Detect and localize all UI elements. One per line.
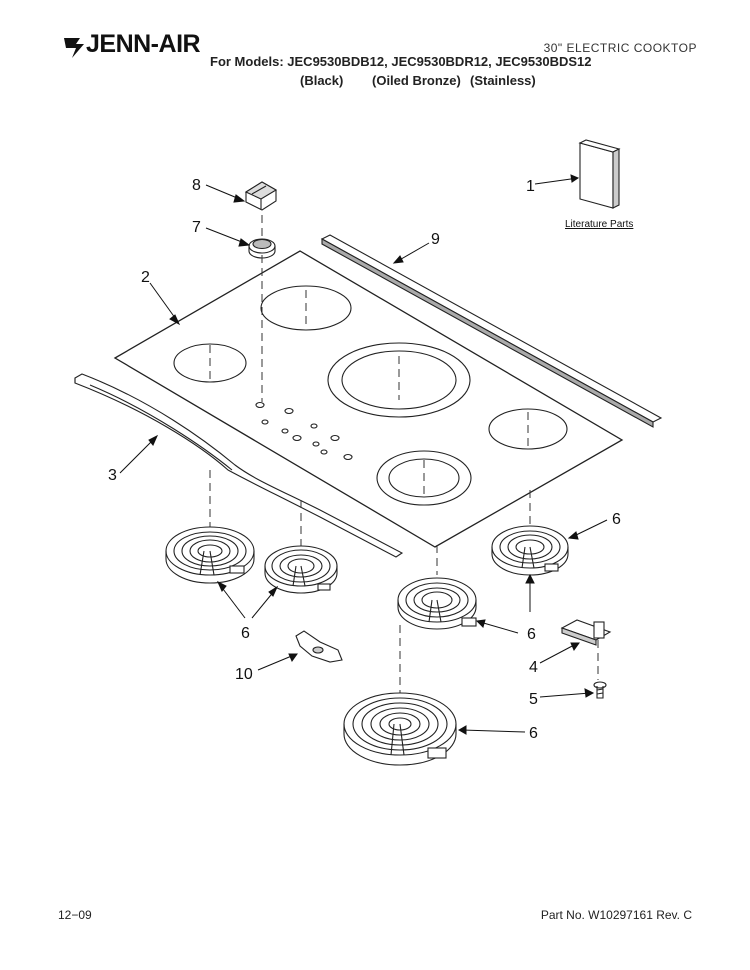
mounting-clip — [560, 619, 612, 646]
brand-logo: JENN-AIR — [86, 30, 201, 58]
callout-6-large: 6 — [529, 725, 538, 742]
jenn-air-logo-mark — [64, 38, 84, 58]
callout-5: 5 — [529, 691, 538, 708]
screw — [593, 681, 607, 699]
finish-stainless: (Stainless) — [470, 73, 536, 88]
callout-2: 2 — [141, 269, 150, 286]
surface-element-large — [343, 692, 457, 766]
callout-3: 3 — [108, 467, 117, 484]
element-bracket — [295, 630, 343, 663]
surface-element-left-rear — [264, 545, 338, 594]
literature-booklet — [578, 139, 621, 209]
rear-left-element-ring — [260, 285, 352, 331]
callout-4: 4 — [529, 659, 538, 676]
document-title: 30" ELECTRIC COOKTOP — [543, 41, 697, 55]
knob-bezel — [248, 238, 276, 259]
surface-element-right-rear — [491, 525, 569, 576]
surface-element-left-front — [165, 526, 255, 584]
rear-trim-strip — [320, 234, 663, 428]
finish-oiled-bronze: (Oiled Bronze) — [372, 73, 461, 88]
surface-element-center — [397, 577, 477, 630]
part-number: Part No. W10297161 Rev. C — [540, 908, 692, 922]
callout-7: 7 — [192, 219, 201, 236]
control-knob — [244, 181, 278, 211]
callout-6-right-rear: 6 — [612, 511, 621, 528]
callout-8: 8 — [192, 177, 201, 194]
callout-6-center: 6 — [527, 626, 536, 643]
callout-9: 9 — [431, 231, 440, 248]
models-line: For Models: JEC9530BDB12, JEC9530BDR12, … — [210, 54, 592, 69]
revision-date: 12−09 — [58, 908, 92, 922]
finish-black: (Black) — [300, 73, 344, 88]
callout-1: 1 — [526, 178, 535, 195]
front-trim-strip — [74, 373, 404, 558]
callout-6-left: 6 — [241, 625, 250, 642]
callout-10: 10 — [235, 666, 253, 683]
literature-parts-label: Literature Parts — [565, 219, 633, 230]
glass-cooktop — [113, 250, 624, 548]
